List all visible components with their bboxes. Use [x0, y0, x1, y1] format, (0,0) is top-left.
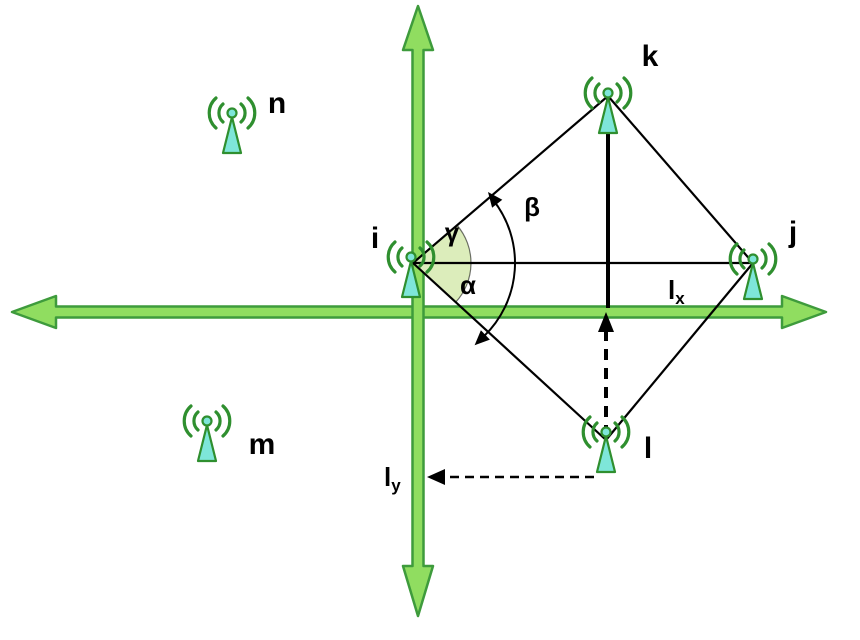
- antenna-icon-k: [583, 76, 633, 135]
- node-label-n: n: [268, 87, 286, 120]
- measure-label-lx: lx: [668, 275, 685, 308]
- arc-arrowhead-top-icon: [488, 192, 503, 208]
- antenna-icon-n: [207, 96, 257, 155]
- angle-label-alpha: α: [460, 270, 476, 300]
- node-label-j: j: [788, 216, 797, 249]
- angle-label-gamma: γ: [445, 217, 460, 247]
- node-label-m: m: [249, 428, 276, 461]
- node-label-l: l: [644, 432, 652, 465]
- edge-l-j: [605, 262, 754, 441]
- antenna-icon-m: [182, 404, 232, 463]
- arc-arrowhead-bottom-icon: [474, 330, 490, 346]
- arrowhead-left-icon: [427, 469, 445, 485]
- node-label-i: i: [371, 222, 379, 255]
- antenna-icon-j: [728, 242, 778, 301]
- node-label-k: k: [642, 40, 659, 73]
- angle-label-beta: β: [524, 192, 540, 222]
- edge-i-l: [412, 262, 607, 441]
- measure-label-ly: ly: [384, 462, 401, 495]
- y-axis-arrow: [401, 4, 435, 618]
- edge-k-j: [607, 95, 754, 264]
- angle-arc-arrow: [483, 199, 516, 338]
- edge-i-k: [412, 95, 609, 264]
- arrowhead-up-icon: [598, 312, 614, 332]
